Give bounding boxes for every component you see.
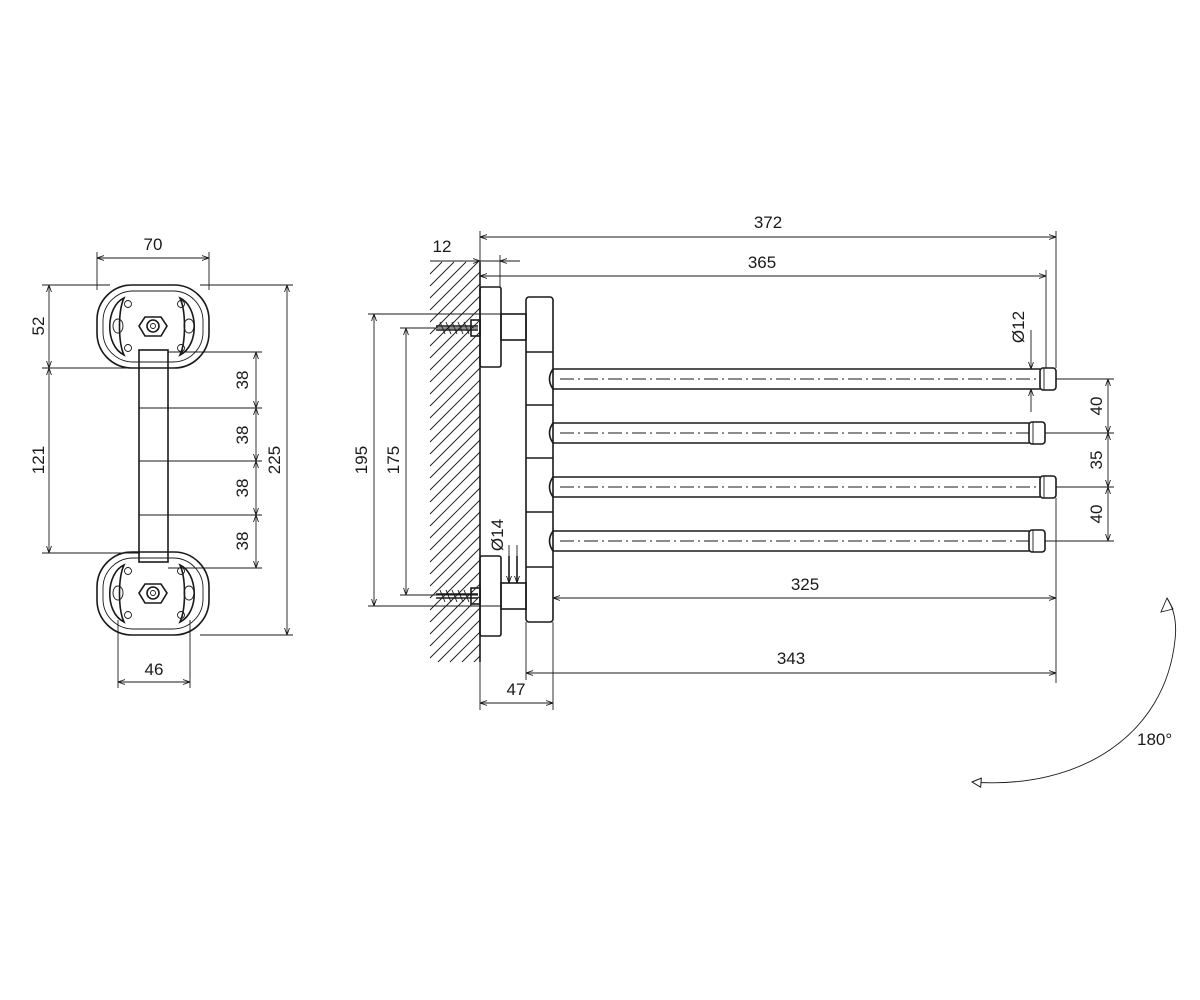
wall-flange-top (479, 286, 527, 368)
dim-label-195: 195 (352, 446, 371, 474)
hatch-line (429, 403, 481, 455)
dim-side-arm-reach: 365 (480, 253, 1047, 368)
dim-label-343: 343 (777, 649, 805, 668)
hatch-line (429, 331, 481, 383)
hatch-line (429, 379, 481, 431)
hatch-line (429, 451, 481, 503)
towel-rod-3 (548, 475, 1057, 499)
dim-label-dia-12: Ø12 (1009, 311, 1028, 343)
hatch-line (429, 307, 481, 359)
hatch-line (429, 343, 481, 395)
hatch-line (429, 511, 481, 563)
hatch-line (449, 631, 481, 663)
dim-label-46: 46 (145, 660, 164, 679)
dim-side-height-inner: 175 (384, 327, 478, 596)
dim-side-overall: 372 (479, 213, 1057, 368)
hatch-line (437, 619, 481, 663)
hatch-line (429, 607, 481, 659)
dim-side-post-dia: Ø14 (488, 519, 517, 583)
dim-label-175: 175 (384, 446, 403, 474)
dim-label-70: 70 (144, 235, 163, 254)
front-pole (138, 349, 169, 563)
hatch-line (429, 415, 481, 467)
hatch-line (429, 547, 481, 599)
dim-label-47: 47 (507, 680, 526, 699)
hatch-line (429, 355, 481, 407)
front-top-plate (96, 284, 210, 369)
dim-label-52: 52 (29, 317, 48, 336)
hatch-line (429, 427, 481, 479)
dim-side-depth: 47 (479, 622, 554, 710)
screw-bottom (436, 587, 481, 605)
dim-label-12: 12 (433, 237, 452, 256)
hatch-line (429, 319, 481, 371)
dim-side-rod-span: 343 (525, 622, 1056, 680)
dim-label-38-a: 38 (233, 371, 252, 390)
dim-label-225: 225 (265, 446, 284, 474)
dim-label-365: 365 (748, 253, 776, 272)
hatch-line (429, 523, 481, 575)
dim-side-gaps: 40 35 40 (1045, 378, 1114, 542)
hatch-line (429, 261, 455, 287)
hatch-line (461, 643, 481, 663)
dim-label-372: 372 (754, 213, 782, 232)
dim-front-bottom-width: 46 (117, 620, 191, 688)
hatch-line (429, 583, 481, 635)
dim-front-total: 225 (200, 284, 293, 636)
dim-label-325: 325 (791, 575, 819, 594)
dim-front-width: 70 (96, 235, 210, 290)
dim-label-40-a: 40 (1087, 397, 1106, 416)
hatch-line (429, 487, 481, 539)
dim-front-pitch: 38 38 38 38 (168, 351, 262, 569)
hatch-line (429, 261, 479, 311)
dim-side-rod-length: 325 (553, 498, 1057, 683)
dim-label-dia-14: Ø14 (488, 519, 507, 551)
towel-rod-1 (548, 367, 1057, 391)
dim-side-wall: 12 (430, 237, 520, 287)
hatch-line (429, 367, 481, 419)
hatch-line (429, 475, 481, 527)
hatch-line (429, 499, 481, 551)
dim-label-38-d: 38 (233, 532, 252, 551)
dim-label-121: 121 (29, 446, 48, 474)
dim-label-38-b: 38 (233, 426, 252, 445)
dim-label-38-c: 38 (233, 479, 252, 498)
rotation-arrow: 180° (972, 596, 1177, 783)
hatch-line (429, 439, 481, 491)
pivot-column (525, 296, 554, 623)
hatch-line (429, 535, 481, 587)
side-view: 372 12 365 Ø12 195 (352, 213, 1114, 710)
dim-label-40-b: 40 (1087, 505, 1106, 524)
hatch-line (429, 559, 481, 611)
towel-rod-2 (548, 421, 1046, 445)
front-view: 70 52 121 38 38 38 38 (29, 235, 293, 688)
rotation-label: 180° (1137, 730, 1172, 749)
hatch-line (429, 261, 467, 299)
towel-rod-4 (548, 529, 1046, 553)
dim-front-left: 52 121 (29, 284, 140, 554)
wall-hatching (429, 261, 481, 663)
dim-side-rod-dia: Ø12 (1009, 311, 1031, 412)
hatch-line (429, 463, 481, 515)
hatch-line (429, 261, 443, 275)
front-bottom-plate (96, 551, 210, 636)
dim-label-35: 35 (1087, 451, 1106, 470)
hatch-line (429, 391, 481, 443)
hatch-line (429, 271, 481, 323)
hatch-line (473, 655, 481, 663)
hatch-line (429, 295, 481, 347)
dim-side-height-outer: 195 (352, 313, 501, 607)
wall-flange-bottom (479, 555, 527, 637)
